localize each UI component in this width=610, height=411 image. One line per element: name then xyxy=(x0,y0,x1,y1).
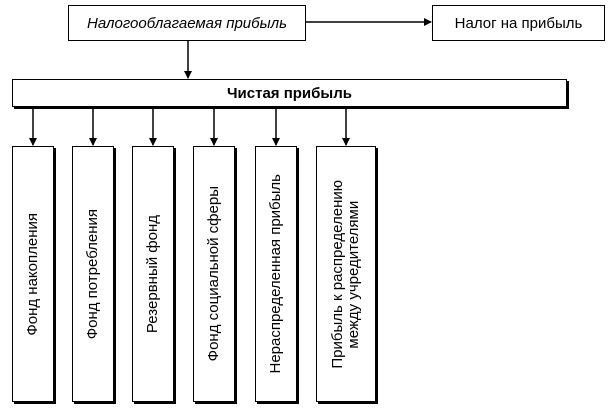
fund-label-social: Фонд социальной сферы xyxy=(205,186,222,362)
fund-box-reserve: Резервный фонд xyxy=(132,146,174,402)
fund-label-retained: Нераспределенная прибыль xyxy=(267,174,284,374)
profit-tax-label: Налог на прибыль xyxy=(454,14,583,32)
fund-box-founders: Прибыль к распределению между учредителя… xyxy=(316,146,376,402)
fund-label-consumption: Фонд потребления xyxy=(84,208,101,340)
fund-box-consumption: Фонд потребления xyxy=(72,146,114,402)
net-profit-box: Чистая прибыль xyxy=(12,79,567,107)
net-profit-label: Чистая прибыль xyxy=(227,84,352,102)
fund-label-founders: Прибыль к распределению между учредителя… xyxy=(329,179,362,369)
taxable-profit-box: Налогооблагаемая прибыль xyxy=(68,5,306,41)
fund-label-reserve: Резервный фонд xyxy=(144,214,161,334)
fund-box-accumulation: Фонд накопления xyxy=(12,146,54,402)
fund-box-retained: Нераспределенная прибыль xyxy=(255,146,297,402)
taxable-profit-label: Налогооблагаемая прибыль xyxy=(87,14,287,32)
fund-label-accumulation: Фонд накопления xyxy=(24,212,41,336)
fund-box-social: Фонд социальной сферы xyxy=(193,146,235,402)
profit-tax-box: Налог на прибыль xyxy=(432,5,605,41)
